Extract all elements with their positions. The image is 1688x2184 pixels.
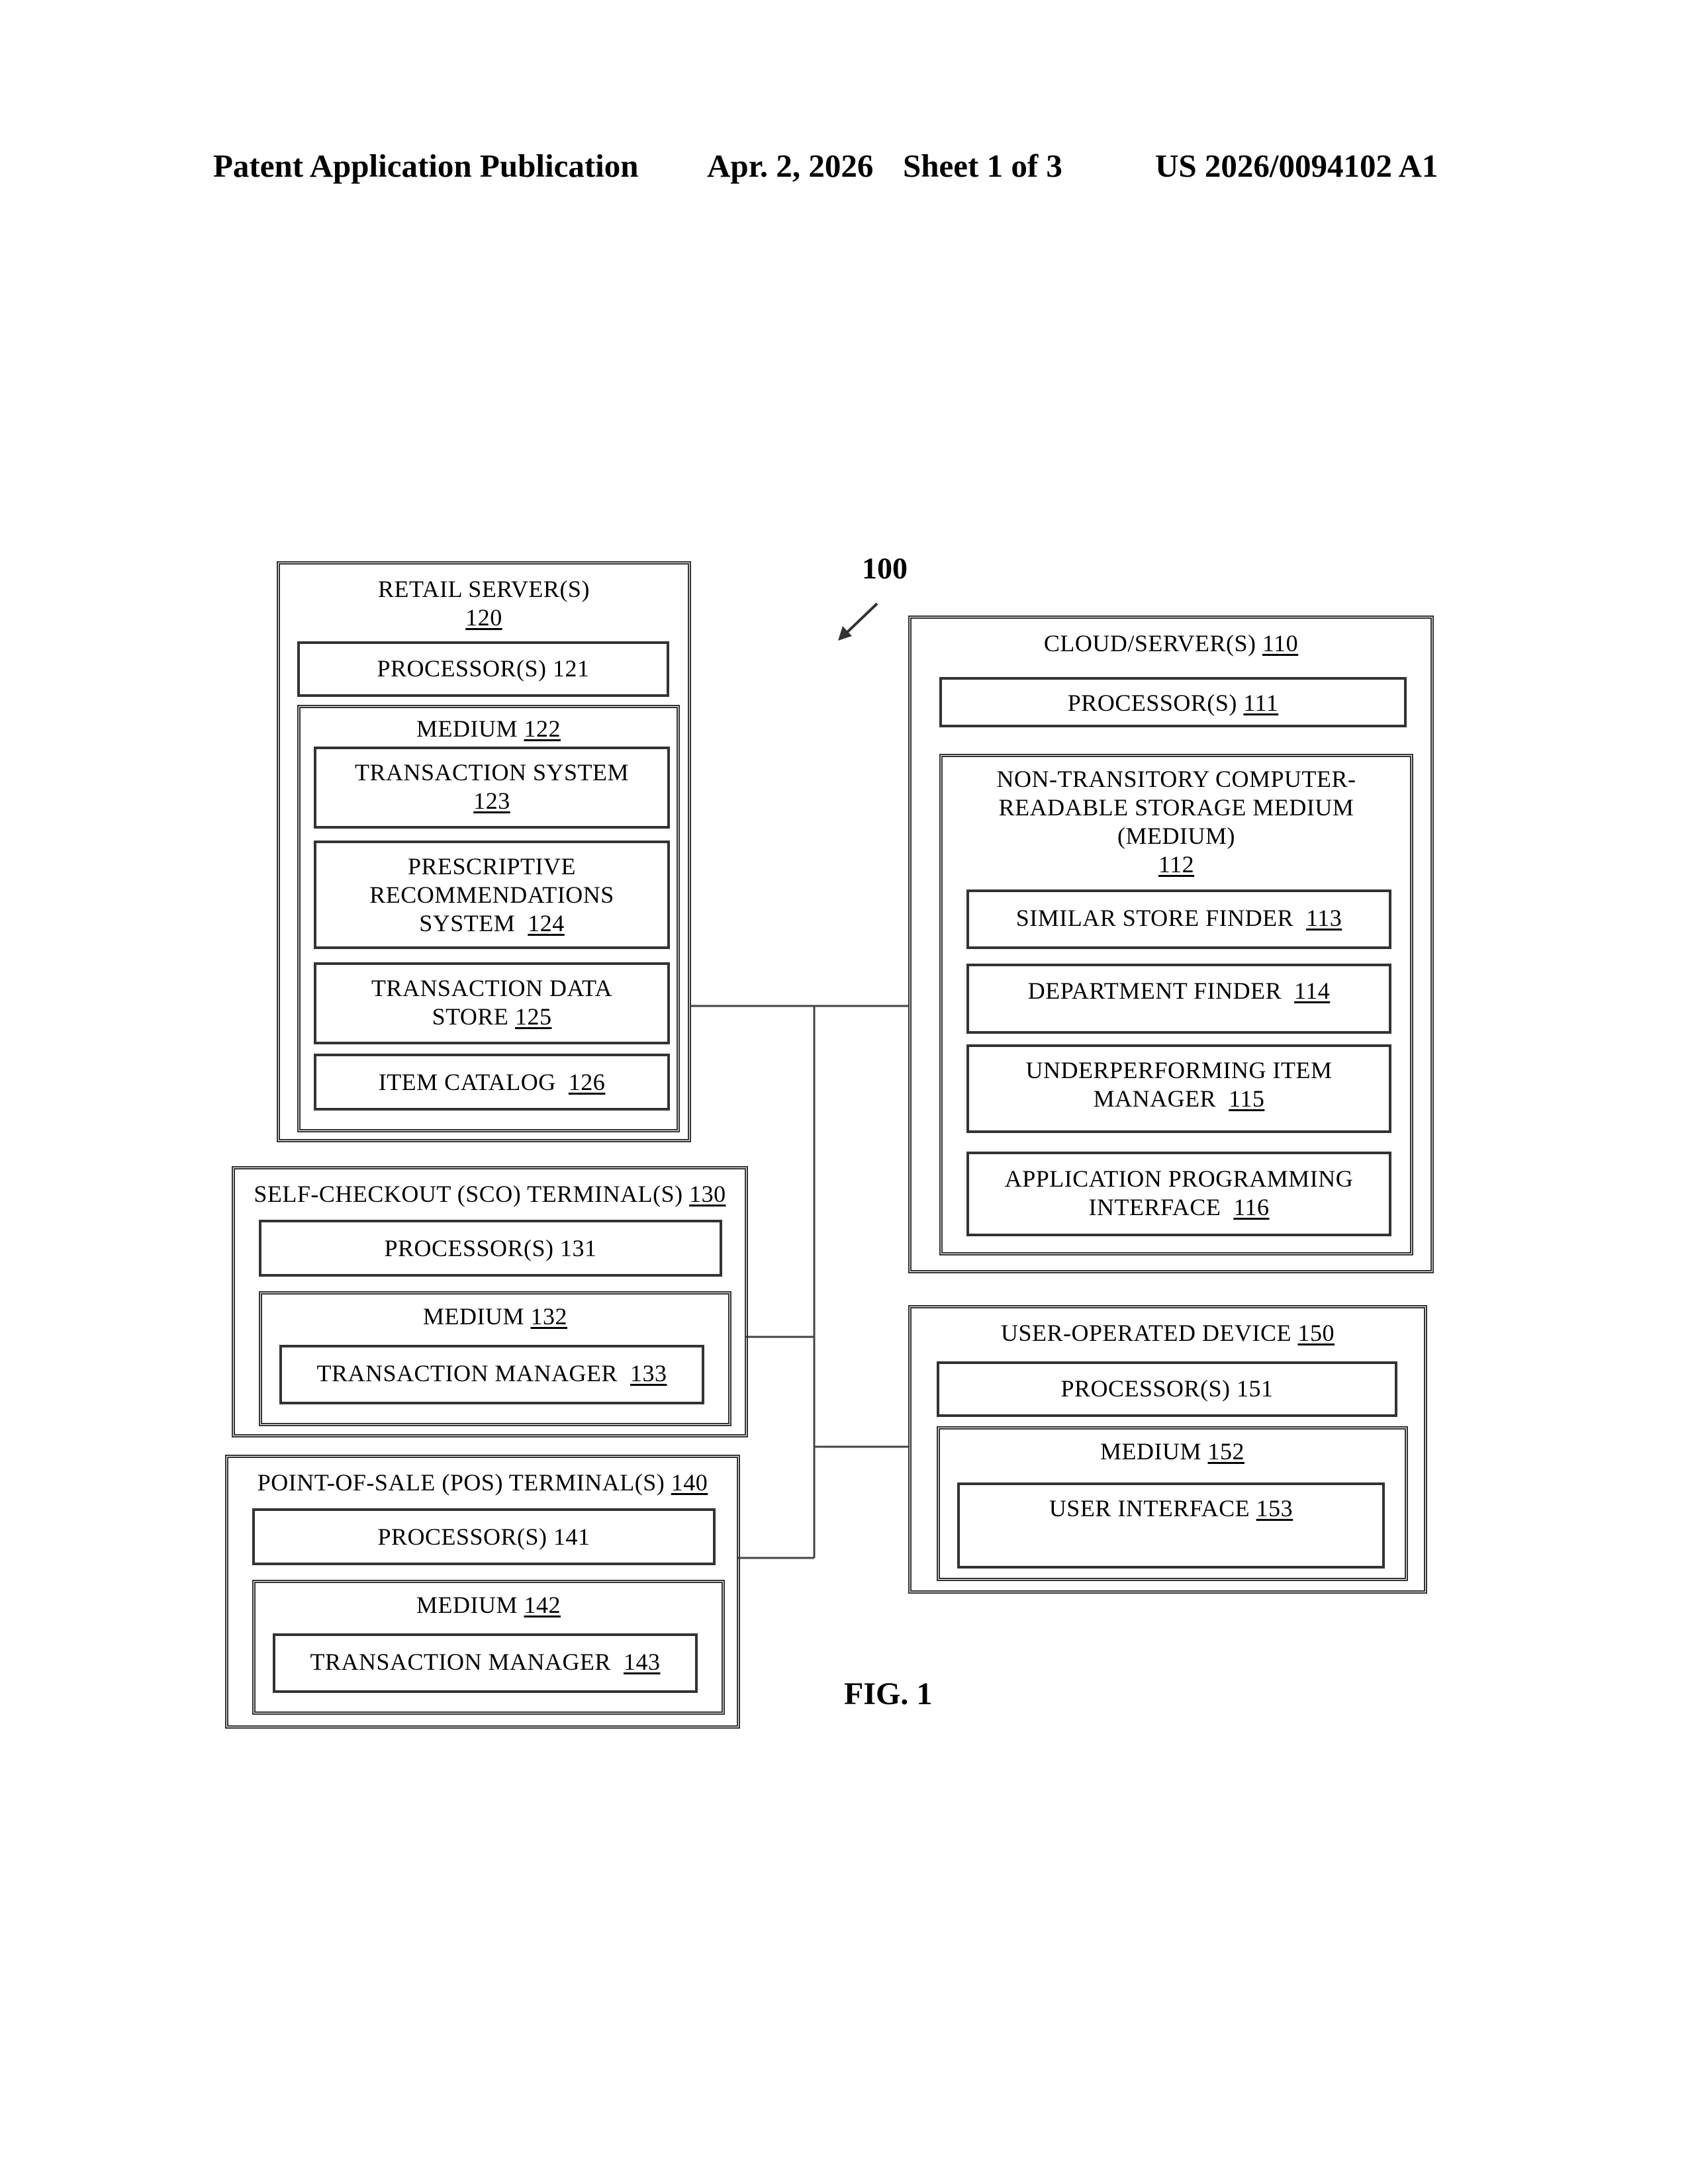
department-finder-label: DEPARTMENT FINDER 114 bbox=[969, 977, 1389, 1005]
sco-medium-box: MEDIUM 132 TRANSACTION MANAGER 133 bbox=[259, 1291, 731, 1426]
cloud-server-box: CLOUD/SERVER(S) 110 PROCESSOR(S) 111 NON… bbox=[908, 615, 1434, 1273]
pos-medium-box: MEDIUM 142 TRANSACTION MANAGER 143 bbox=[252, 1580, 725, 1715]
user-interface-box: USER INTERFACE 153 bbox=[957, 1482, 1385, 1569]
prescriptive-recommendations-box: PRESCRIPTIVE RECOMMENDATIONS SYSTEM 124 bbox=[314, 841, 670, 949]
cloud-server-title: CLOUD/SERVER(S) 110 bbox=[912, 629, 1430, 658]
item-catalog-label: ITEM CATALOG 126 bbox=[316, 1068, 667, 1097]
figure-label: FIG. 1 bbox=[844, 1676, 932, 1712]
user-interface-label: USER INTERFACE 153 bbox=[960, 1494, 1382, 1523]
pos-transaction-manager-box: TRANSACTION MANAGER 143 bbox=[273, 1633, 698, 1693]
department-finder-box: DEPARTMENT FINDER 114 bbox=[966, 964, 1391, 1034]
retail-medium-box: MEDIUM 122 TRANSACTION SYSTEM 123 PRESCR… bbox=[297, 705, 680, 1132]
sco-processor-label: PROCESSOR(S) 131 bbox=[261, 1234, 720, 1263]
sco-terminal-box: SELF-CHECKOUT (SCO) TERMINAL(S) 130 PROC… bbox=[232, 1166, 748, 1437]
sco-processor-box: PROCESSOR(S) 131 bbox=[259, 1220, 722, 1277]
pos-transaction-manager-label: TRANSACTION MANAGER 143 bbox=[275, 1648, 695, 1676]
cloud-processor-box: PROCESSOR(S) 111 bbox=[939, 677, 1407, 727]
underperforming-item-manager-box: UNDERPERFORMING ITEM MANAGER 115 bbox=[966, 1044, 1391, 1133]
similar-store-finder-box: SIMILAR STORE FINDER 113 bbox=[966, 889, 1391, 949]
pos-terminal-title: POINT-OF-SALE (POS) TERMINAL(S) 140 bbox=[228, 1469, 737, 1497]
system-reference-number: 100 bbox=[862, 551, 908, 586]
sco-medium-label: MEDIUM 132 bbox=[262, 1302, 728, 1331]
system-arrow bbox=[838, 604, 877, 641]
item-catalog-box: ITEM CATALOG 126 bbox=[314, 1054, 670, 1111]
user-device-processor-box: PROCESSOR(S) 151 bbox=[937, 1361, 1397, 1417]
retail-processor-box: PROCESSOR(S) 121 bbox=[297, 641, 669, 697]
retail-processor-label: PROCESSOR(S) 121 bbox=[300, 655, 667, 683]
prescriptive-recommendations-label: PRESCRIPTIVE RECOMMENDATIONS SYSTEM 124 bbox=[316, 852, 667, 938]
api-box: APPLICATION PROGRAMMING INTERFACE 116 bbox=[966, 1152, 1391, 1236]
underperforming-item-manager-label: UNDERPERFORMING ITEM MANAGER 115 bbox=[969, 1056, 1389, 1113]
user-device-medium-label: MEDIUM 152 bbox=[940, 1437, 1405, 1466]
similar-store-finder-label: SIMILAR STORE FINDER 113 bbox=[969, 904, 1389, 933]
transaction-system-box: TRANSACTION SYSTEM 123 bbox=[314, 747, 670, 829]
cloud-medium-box: NON-TRANSITORY COMPUTER- READABLE STORAG… bbox=[939, 754, 1413, 1255]
retail-server-title: RETAIL SERVER(S) 120 bbox=[280, 575, 688, 632]
pos-medium-label: MEDIUM 142 bbox=[256, 1591, 722, 1619]
transaction-system-label: TRANSACTION SYSTEM 123 bbox=[316, 758, 667, 815]
transaction-data-store-label: TRANSACTION DATA STORE 125 bbox=[316, 974, 667, 1031]
pos-processor-label: PROCESSOR(S) 141 bbox=[255, 1523, 713, 1551]
pos-processor-box: PROCESSOR(S) 141 bbox=[252, 1508, 716, 1565]
transaction-data-store-box: TRANSACTION DATA STORE 125 bbox=[314, 962, 670, 1044]
user-device-title: USER-OPERATED DEVICE 150 bbox=[912, 1319, 1424, 1347]
retail-server-box: RETAIL SERVER(S) 120 PROCESSOR(S) 121 ME… bbox=[277, 561, 691, 1142]
user-device-processor-label: PROCESSOR(S) 151 bbox=[939, 1375, 1395, 1403]
cloud-medium-label: NON-TRANSITORY COMPUTER- READABLE STORAG… bbox=[943, 765, 1410, 879]
sco-transaction-manager-label: TRANSACTION MANAGER 133 bbox=[282, 1359, 702, 1388]
retail-medium-label: MEDIUM 122 bbox=[301, 715, 677, 743]
user-device-medium-box: MEDIUM 152 USER INTERFACE 153 bbox=[937, 1426, 1408, 1581]
sco-terminal-title: SELF-CHECKOUT (SCO) TERMINAL(S) 130 bbox=[235, 1180, 745, 1208]
sco-transaction-manager-box: TRANSACTION MANAGER 133 bbox=[279, 1345, 704, 1404]
pos-terminal-box: POINT-OF-SALE (POS) TERMINAL(S) 140 PROC… bbox=[225, 1455, 740, 1729]
cloud-processor-label: PROCESSOR(S) 111 bbox=[942, 689, 1404, 717]
user-device-box: USER-OPERATED DEVICE 150 PROCESSOR(S) 15… bbox=[908, 1305, 1427, 1594]
api-label: APPLICATION PROGRAMMING INTERFACE 116 bbox=[969, 1165, 1389, 1222]
